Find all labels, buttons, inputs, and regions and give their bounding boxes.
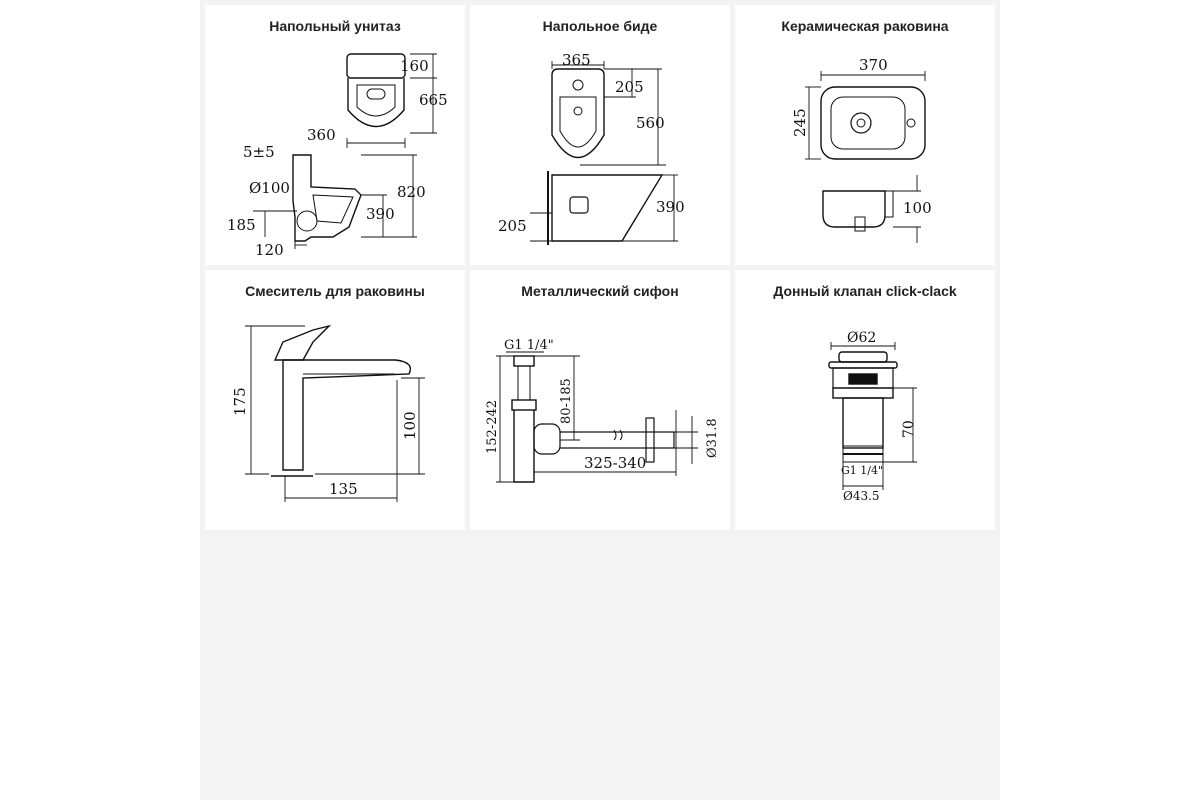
dim-365: 365 <box>562 51 591 69</box>
dim-70: 70 <box>901 420 917 438</box>
panel-title: Смеситель для раковины <box>245 283 425 299</box>
dim-160: 160 <box>400 57 429 75</box>
dim-d62: Ø62 <box>847 330 876 346</box>
panel-title: Напольный унитаз <box>269 18 401 34</box>
siphon-outlet-pipe <box>560 431 675 449</box>
panel-click-clack: Донный клапан click-clack <box>735 270 995 530</box>
panel-title: Металлический сифон <box>521 283 679 299</box>
dim-185: 185 <box>227 216 256 234</box>
panel-ceramic-basin: Керамическая раковина <box>735 5 995 265</box>
bowl-plan <box>347 78 405 127</box>
siphon-body <box>513 410 535 483</box>
dim-205-top: 205 <box>615 78 644 96</box>
bidet-side <box>551 174 664 242</box>
dim-120: 120 <box>255 241 284 259</box>
toilet-side <box>292 154 362 242</box>
basin-side <box>822 190 886 228</box>
panel-floor-bidet: Напольное биде <box>470 5 730 265</box>
dim-360: 360 <box>307 126 336 144</box>
bidet-plan <box>551 68 605 159</box>
dim-820: 820 <box>397 183 426 201</box>
dim-152-242: 152-242 <box>485 400 500 454</box>
basin-drawing: 370 245 100 <box>791 56 932 243</box>
dim-d31-8: Ø31.8 <box>705 418 720 458</box>
dim-100: 100 <box>401 411 419 440</box>
panel-basin-mixer: Смеситель для раковины 175 100 135 <box>205 270 465 530</box>
dim-thread: G1 1/4" <box>841 464 883 477</box>
mixer-body <box>282 359 412 471</box>
dim-100: 100 <box>903 199 932 217</box>
dim-5-5: 5±5 <box>243 143 275 161</box>
mixer-drawing: 175 100 135 <box>231 324 425 502</box>
siphon-drawing: G1 1/4" 152-242 80-185 Ø31.8 325-340 <box>485 338 720 483</box>
dim-370: 370 <box>859 56 888 74</box>
dim-thread: G1 1/4" <box>504 338 554 353</box>
dim-665: 665 <box>419 91 448 109</box>
valve-body <box>842 397 884 449</box>
tank-plan <box>346 53 406 79</box>
dim-390: 390 <box>366 205 395 223</box>
dim-390: 390 <box>656 198 685 216</box>
panel-title: Керамическая раковина <box>781 18 949 34</box>
dim-560: 560 <box>636 114 665 132</box>
siphon-top-nut <box>513 355 535 367</box>
panel-floor-toilet: Напольный унитаз <box>205 5 465 265</box>
dim-205-floor: 205 <box>498 217 527 235</box>
valve-drawing: Ø62 70 G1 1/4" Ø43.5 <box>828 330 917 503</box>
panel-metal-siphon: Металлический сифон <box>470 270 730 530</box>
dim-d100: Ø100 <box>249 179 290 197</box>
dim-175: 175 <box>231 387 249 416</box>
mixer-lever <box>273 324 332 361</box>
bidet-drawing: 365 205 560 390 205 <box>498 51 685 245</box>
dim-d43-5: Ø43.5 <box>843 489 880 503</box>
dim-80-185: 80-185 <box>559 378 574 424</box>
dim-135: 135 <box>329 480 358 498</box>
dim-325-340: 325-340 <box>584 454 646 472</box>
spec-sheet: Напольный унитаз <box>200 0 1000 800</box>
valve-cap <box>838 351 888 363</box>
panel-title: Донный клапан click-clack <box>773 283 957 299</box>
toilet-drawing: 160 665 360 5±5 Ø100 820 390 185 120 <box>227 53 448 259</box>
basin-plan <box>820 86 926 160</box>
dim-245: 245 <box>791 108 809 137</box>
panel-title: Напольное биде <box>542 18 658 34</box>
